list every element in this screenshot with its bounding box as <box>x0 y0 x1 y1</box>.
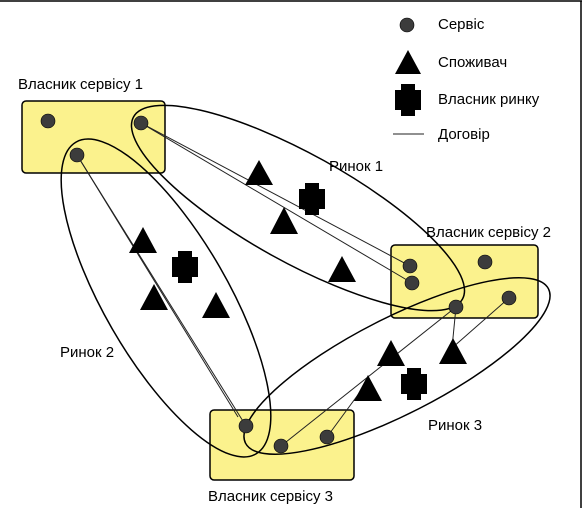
consumer-triangle <box>328 256 356 282</box>
service-node <box>402 258 418 274</box>
service-node <box>319 429 335 445</box>
legend-market-owner-label: Власник ринку <box>438 91 540 108</box>
service-node <box>477 254 493 270</box>
service-node <box>501 290 517 306</box>
service-node <box>133 115 149 131</box>
consumer-triangle <box>129 227 157 253</box>
service-node <box>448 299 464 315</box>
service-owner-3-label: Власник сервісу 3 <box>208 488 333 505</box>
consumer-triangle <box>270 207 298 234</box>
contract-line <box>326 391 361 438</box>
legend-contract-label: Договір <box>438 126 490 143</box>
consumer-triangle <box>439 338 467 364</box>
market-3-ellipse <box>243 277 551 455</box>
legend-market-owner-icon <box>395 84 421 116</box>
service-node <box>40 113 56 129</box>
market-1-ellipse <box>130 104 466 312</box>
contract-line <box>76 154 239 418</box>
service-node <box>69 147 85 163</box>
consumer-triangle <box>354 375 382 401</box>
consumer-triangle <box>202 292 230 318</box>
service-owner-2-label: Власник сервісу 2 <box>426 224 551 241</box>
consumer-triangle <box>245 160 273 185</box>
market-2-label: Ринок 2 <box>60 344 114 361</box>
market-owner-shape <box>172 251 198 283</box>
consumers <box>129 160 467 401</box>
service-node <box>238 418 254 434</box>
market-owners <box>172 183 427 400</box>
legend-service-icon <box>399 17 415 33</box>
service-owner-1-box <box>21 100 166 174</box>
market-1-label: Ринок 1 <box>329 158 383 175</box>
contract-line <box>140 122 411 267</box>
contract-line <box>451 297 510 349</box>
market-owner-shape <box>401 368 427 400</box>
legend-service-label: Сервіс <box>438 16 485 33</box>
service-nodes <box>40 113 517 454</box>
legend: Сервіс Споживач Власник ринку Договір <box>393 16 540 143</box>
contract-line <box>140 122 413 284</box>
consumer-triangle <box>377 340 405 366</box>
market-2-ellipse <box>60 138 272 458</box>
service-owner-1-label: Власник сервісу 1 <box>18 76 143 93</box>
market-owner-shape <box>299 183 325 215</box>
service-node <box>273 438 289 454</box>
legend-consumer-icon <box>395 50 421 74</box>
market-3-label: Ринок 3 <box>428 417 482 434</box>
legend-consumer-label: Споживач <box>438 54 507 71</box>
consumer-triangle <box>140 284 168 310</box>
service-node <box>404 275 420 291</box>
